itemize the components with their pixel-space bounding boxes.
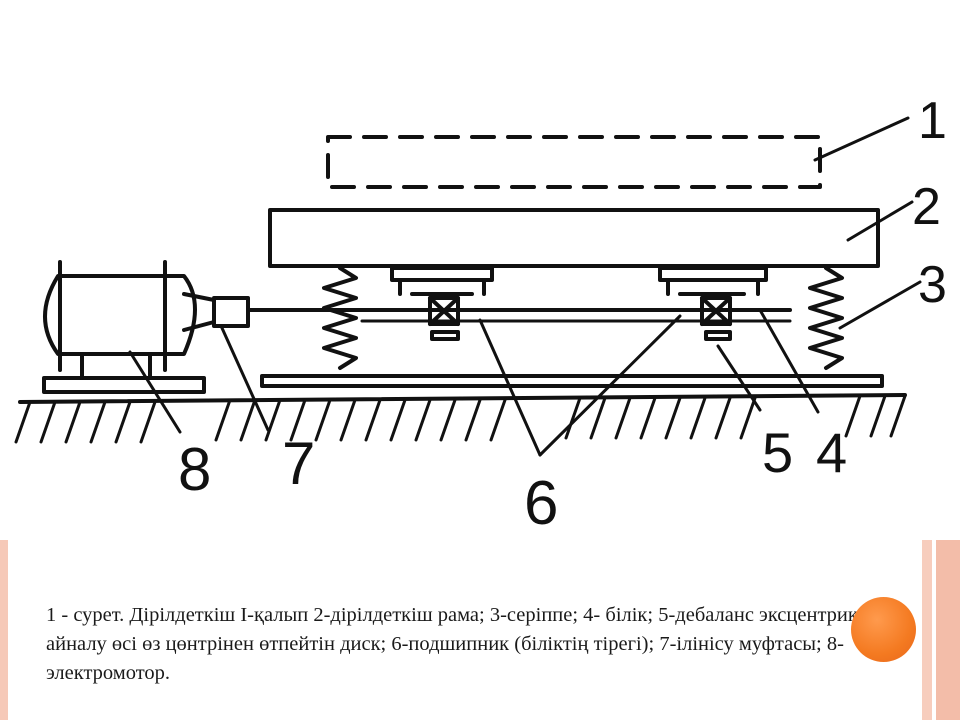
label-7: 7 [282,430,315,497]
label-6: 6 [524,469,558,538]
left-accent-stripe [0,540,8,720]
ground-hatching [14,394,907,444]
electric-motor [42,260,216,394]
eccentric-disc-right [700,296,732,341]
bearing-housing-right [658,266,768,296]
label-8: 8 [178,436,211,503]
coupling [212,296,250,328]
right-accent-stripe-outer [936,540,960,720]
label-4: 4 [816,421,847,484]
bearing-housing-left [390,266,494,296]
right-accent-stripe [922,540,932,720]
vibration-frame [268,208,880,268]
right-margin [0,0,22,540]
orange-circle-decoration [851,597,916,662]
spring-left [322,266,358,370]
leader-lines [128,116,922,457]
figure-caption: 1 - сурет. Дірілдеткіш І-қалып 2-дірілде… [46,604,865,684]
mold-dashed-outline [326,135,822,189]
spring-right [808,266,844,370]
ground-line [18,393,907,404]
label-1: 1 [918,92,947,150]
base-plate [260,374,884,388]
label-2: 2 [912,178,941,236]
eccentric-disc-left [428,296,460,341]
label-3: 3 [918,256,947,314]
vibrator-diagram: 1 2 3 4 5 6 7 8 [14,92,947,538]
label-5: 5 [762,421,793,484]
